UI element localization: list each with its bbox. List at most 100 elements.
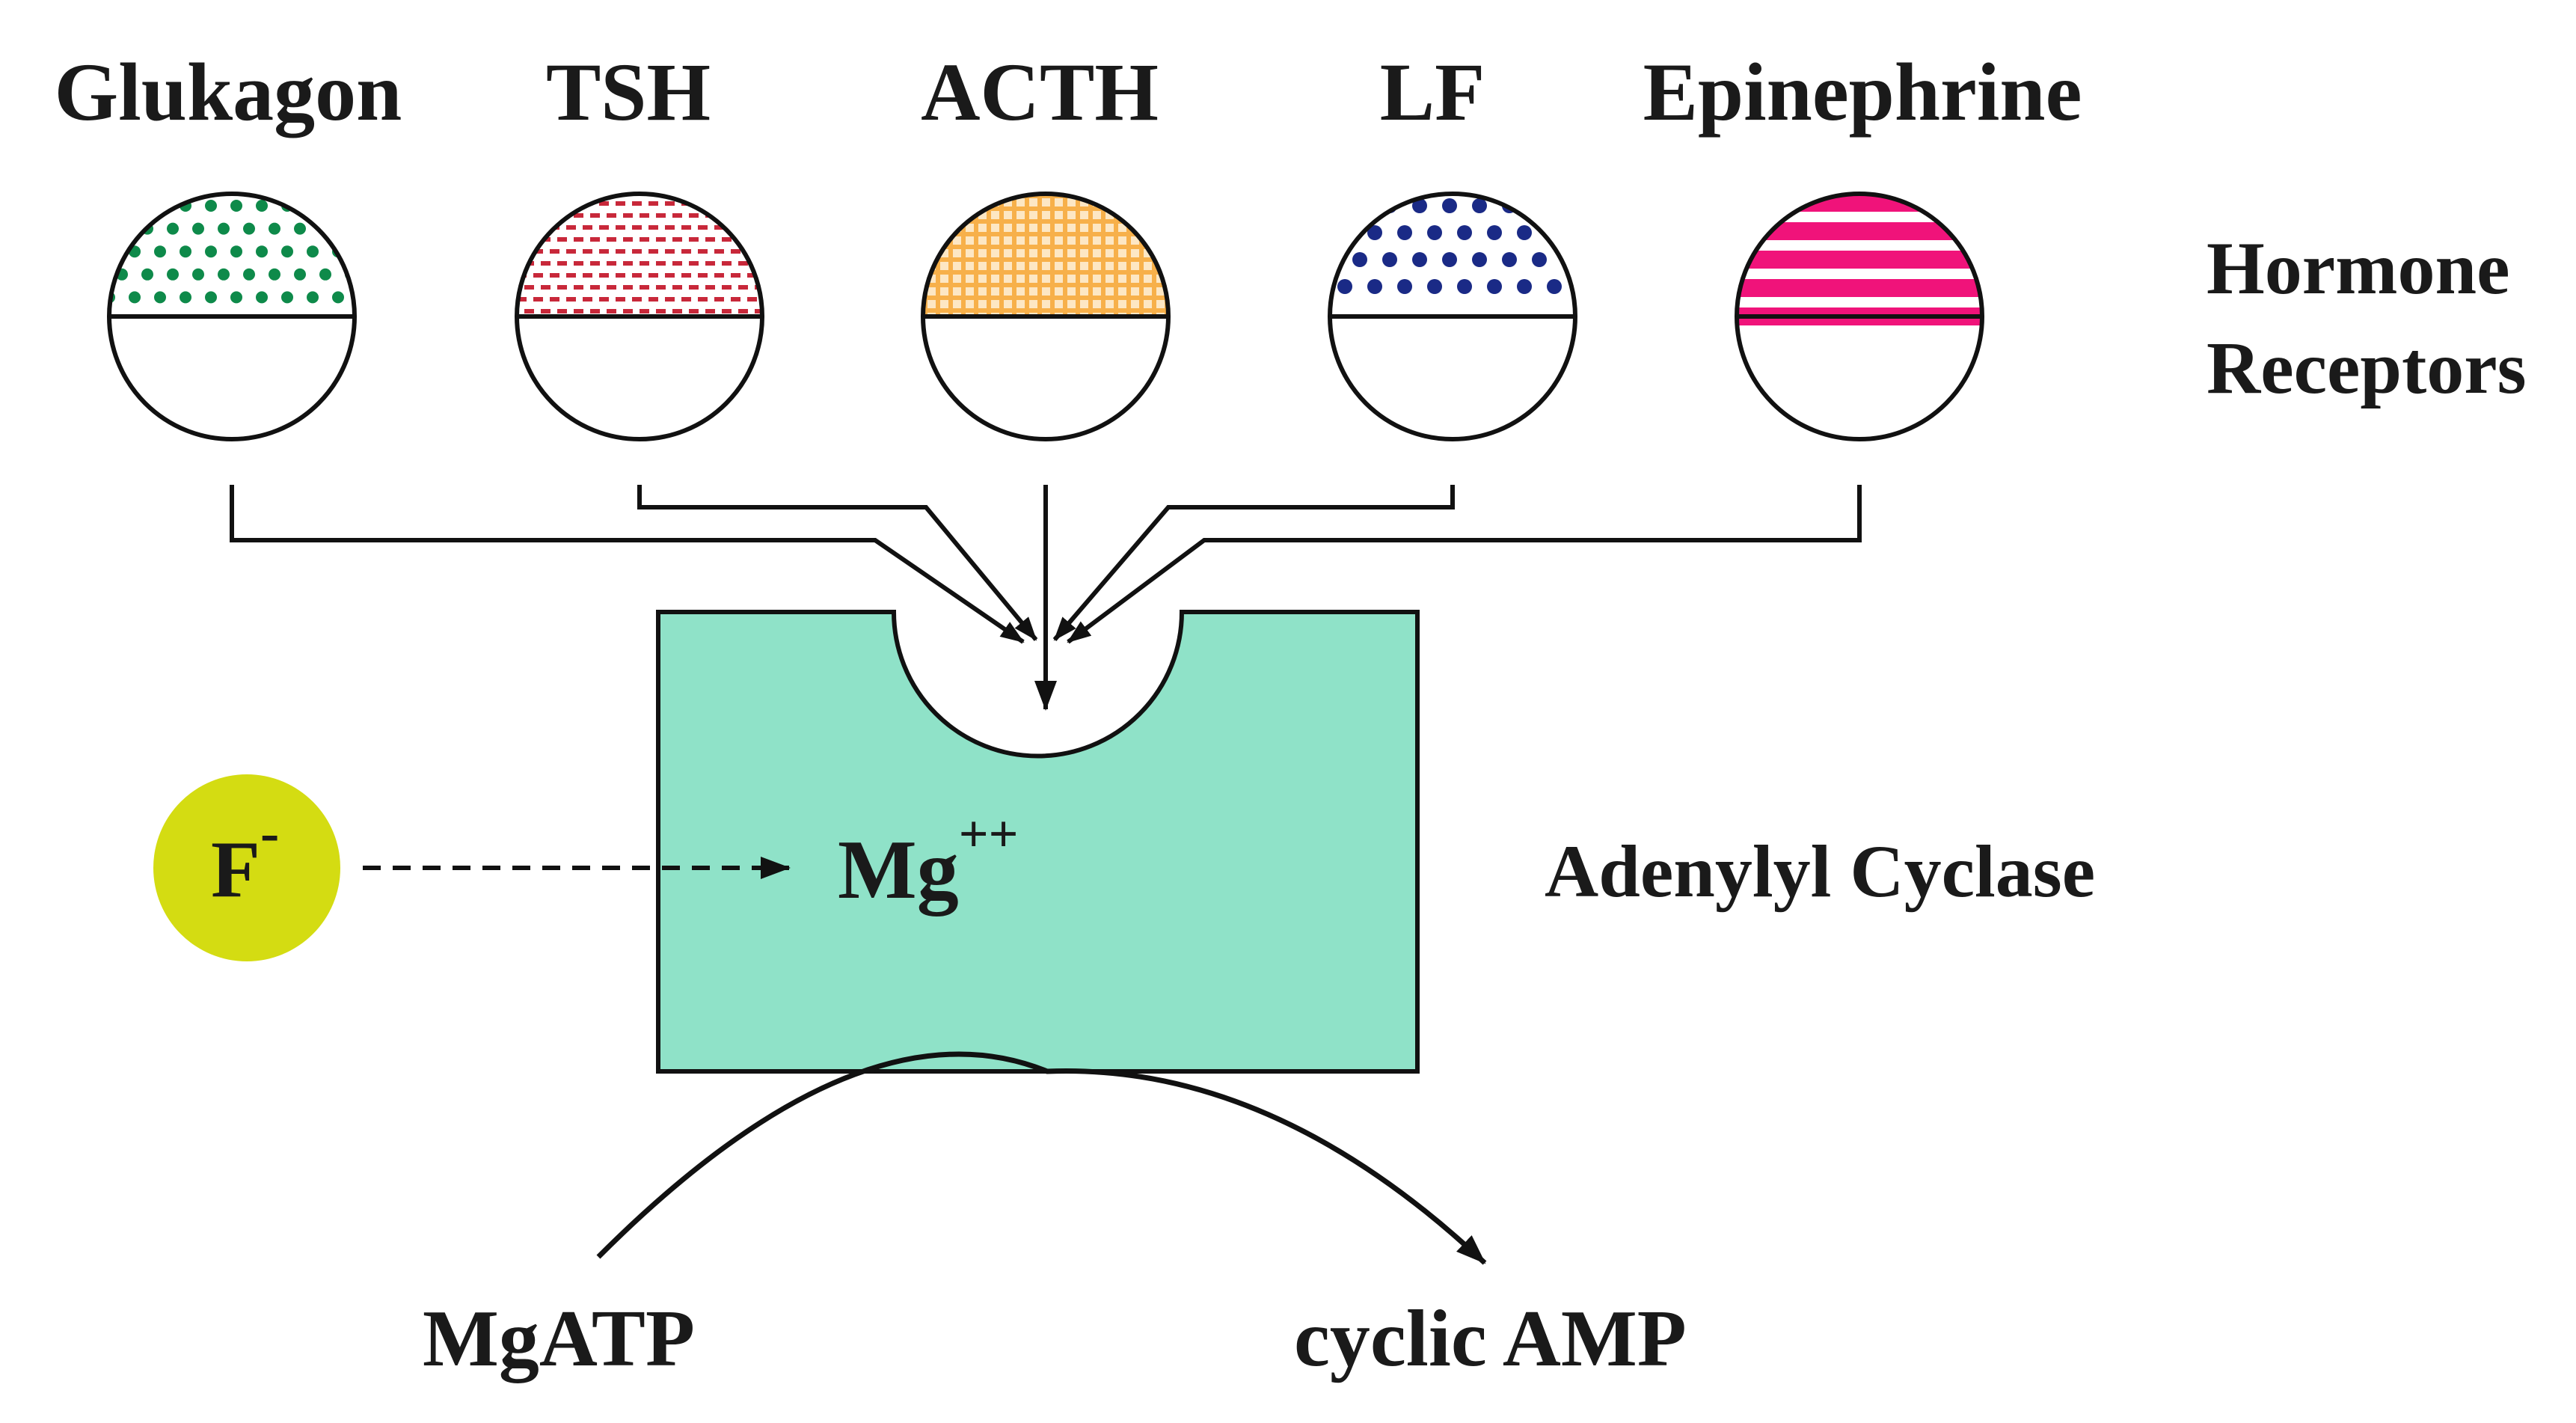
connector-lf [1052,485,1455,641]
pattern-dot [1487,279,1502,294]
pattern-dot [116,222,128,235]
pattern-dash [574,237,583,242]
pattern-dot [205,245,217,258]
receptor-glukagon [107,192,357,441]
pattern-dash [599,225,609,230]
pattern-dash [574,285,583,290]
pattern-dash [722,261,732,266]
pattern-dot [1330,198,1337,213]
pattern-dash [599,273,609,278]
pattern-dash [722,309,732,313]
pattern-grid-line [987,194,991,314]
pattern-grid-line [923,219,1168,224]
pattern-dash [524,309,534,313]
pattern-grid-line [1025,194,1029,314]
pattern-dash [714,297,724,302]
pattern-dash [541,261,551,266]
pattern-dot [294,268,306,281]
pattern-dash [738,309,748,313]
pattern-dot [1427,279,1442,294]
pattern-stripe [1737,194,1982,212]
pattern-dash [607,309,616,313]
pattern-dash [550,249,559,254]
pattern-dash [656,285,666,290]
pattern-dash [616,273,625,278]
pattern-dot [243,222,255,235]
pattern-dash [632,201,642,206]
pattern-dash [590,309,600,313]
pattern-dash [640,285,649,290]
pattern-dash [640,213,649,218]
pattern-stripe [1737,251,1982,269]
hormone-label-lf: LF [1380,46,1485,138]
pattern-dash [566,297,576,302]
pattern-dash [672,237,682,242]
pattern-dot [281,245,293,258]
pattern-dot [1412,198,1427,213]
pattern-dot [269,268,280,281]
pattern-dash [566,201,576,206]
pattern-dot [1547,279,1562,294]
receptors-label-line1: Hormone [2207,227,2509,310]
pattern-dash [681,225,691,230]
pattern-dash [705,309,715,313]
connector-tsh [637,485,1038,641]
pattern-dash [533,249,543,254]
pattern-grid-line [1126,194,1131,314]
pattern-dash [583,273,592,278]
receptor-pattern-glukagon [109,200,355,304]
pattern-dash [665,249,675,254]
pattern-grid-line [923,206,1168,211]
pattern-dot [1412,252,1427,267]
receptor-tsh [515,192,764,441]
pattern-grid-line [1076,194,1080,314]
pattern-dash [632,249,642,254]
pattern-dash [689,309,699,313]
pattern-dash [566,273,576,278]
pattern-dot [1472,198,1487,213]
pattern-dash [599,201,609,206]
pattern-dot [167,268,179,281]
pattern-dash [557,237,567,242]
fluoride-charge: - [260,801,279,864]
pattern-dash [665,297,675,302]
pattern-dot [192,268,204,281]
pattern-dash [590,261,600,266]
pattern-dash [747,297,757,302]
pattern-dash [731,273,740,278]
pattern-dash [681,273,691,278]
pattern-dot [205,291,217,304]
pattern-dash [672,285,682,290]
pattern-dot [256,291,268,304]
pattern-dash [524,213,534,218]
pattern-dash [640,309,649,313]
pattern-dash [689,285,699,290]
pattern-dash [599,249,609,254]
pattern-dot [1427,225,1442,240]
pattern-dot [1502,252,1517,267]
pattern-dot [192,222,204,235]
pattern-dash [698,273,708,278]
pattern-dash [574,309,583,313]
pattern-dash [722,285,732,290]
pattern-dash [698,249,708,254]
pattern-dot [256,245,268,258]
connector-epinephrine [1067,485,1862,644]
connector-glukagon [230,485,1025,644]
pattern-dot [332,200,344,212]
pattern-dot [1442,252,1457,267]
pattern-grid-line [961,194,966,314]
pattern-dot [1457,279,1472,294]
pattern-dot [154,200,166,212]
pattern-dash [583,297,592,302]
pattern-dot [1397,225,1412,240]
pattern-dash [557,261,567,266]
pattern-dash [517,249,527,254]
pattern-dot [1517,279,1532,294]
pattern-dot [307,245,319,258]
pattern-dash [648,225,658,230]
pattern-dot [307,200,319,212]
product-label: cyclic AMP [1294,1294,1687,1383]
pattern-dot [129,200,141,212]
pattern-dash [738,213,748,218]
